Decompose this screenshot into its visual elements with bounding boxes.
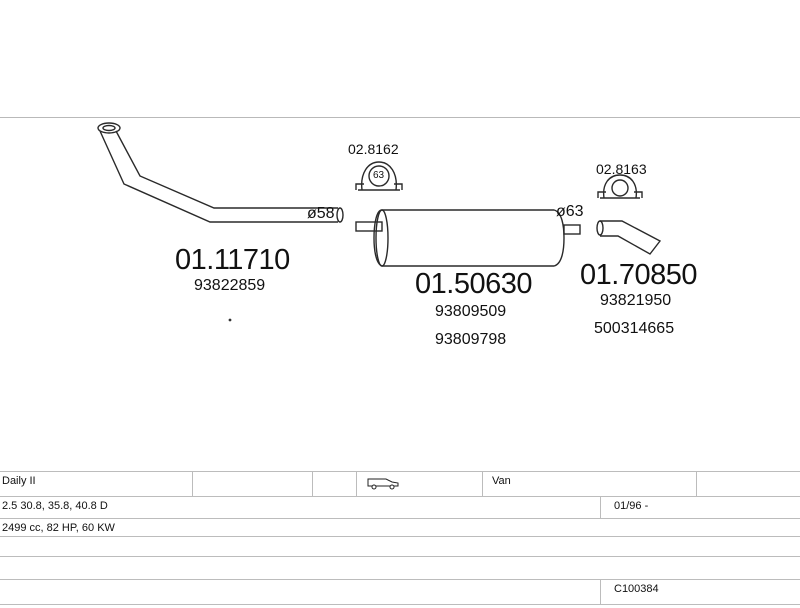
production-years: 01/96 - bbox=[614, 500, 649, 512]
tailpipe-part-drawing bbox=[596, 220, 662, 255]
downpipe-diameter-label: ø58 bbox=[307, 205, 335, 222]
clamp1-size-label: 63 bbox=[373, 170, 385, 181]
stray-dot bbox=[228, 318, 232, 322]
model-name: Daily II bbox=[2, 475, 36, 487]
downpipe-part-drawing bbox=[97, 122, 344, 223]
spec-row-power: 2499 cc, 82 HP, 60 KW bbox=[0, 518, 800, 537]
muffler-oem-number-2: 93809798 bbox=[435, 331, 507, 348]
tailpipe-oem-number-2: 500314665 bbox=[594, 320, 675, 337]
muffler-part-number: 01.50630 bbox=[415, 268, 532, 300]
spec-row-code: C100384 bbox=[0, 579, 800, 605]
spec-row-spacer bbox=[0, 556, 800, 580]
muffler-part-drawing bbox=[355, 209, 581, 267]
tailpipe-part-number: 01.70850 bbox=[580, 259, 697, 291]
clamp1-part-number: 02.8162 bbox=[348, 141, 399, 157]
exhaust-clamp-icon bbox=[597, 174, 643, 199]
spec-row-engine: 2.5 30.8, 35.8, 40.8 D 01/96 - bbox=[0, 496, 800, 519]
van-icon bbox=[366, 472, 400, 500]
engine-variants: 2.5 30.8, 35.8, 40.8 D bbox=[2, 500, 108, 512]
exhaust-diagram-panel: ø58 01.11710 93822859 02.8162 63 ø63 01.… bbox=[0, 117, 800, 605]
downpipe-part-number: 01.11710 bbox=[175, 244, 290, 276]
tailpipe-oem-number-1: 93821950 bbox=[600, 292, 672, 309]
muffler-oem-number-1: 93809509 bbox=[435, 303, 507, 320]
clamp2-part-number: 02.8163 bbox=[596, 161, 647, 177]
engine-specs: 2499 cc, 82 HP, 60 KW bbox=[2, 522, 115, 534]
body-type: Van bbox=[492, 475, 511, 487]
downpipe-oem-number: 93822859 bbox=[194, 277, 266, 294]
spec-row-empty bbox=[0, 536, 800, 557]
exhaust-system-drawing bbox=[97, 122, 662, 322]
spec-row-model: Daily II Van bbox=[0, 471, 800, 497]
exhaust-clamp-icon bbox=[355, 161, 403, 191]
muffler-diameter-label: ø63 bbox=[556, 203, 584, 220]
system-code: C100384 bbox=[614, 583, 659, 595]
